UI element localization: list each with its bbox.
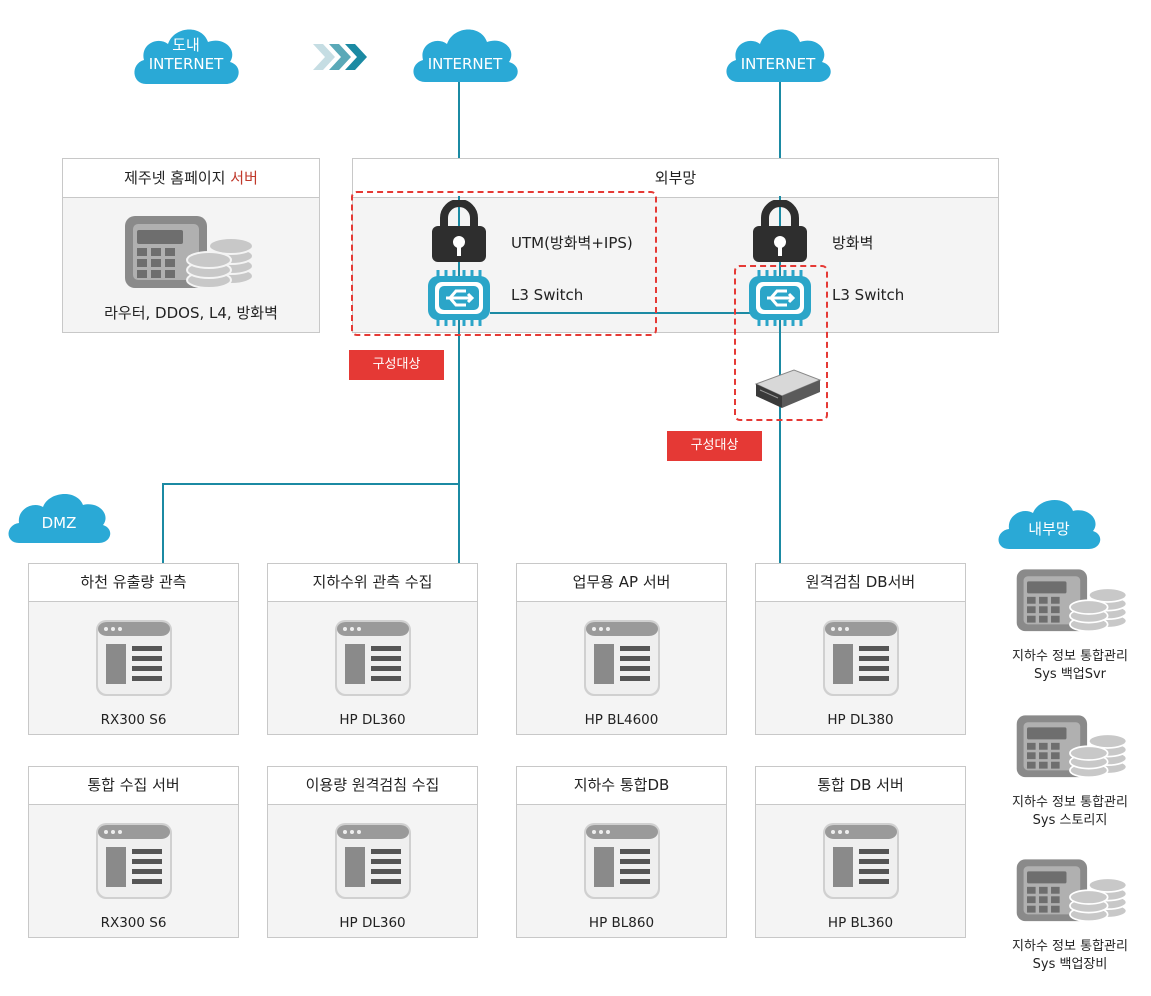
scope-tag-right: 구성대상 [667,431,762,461]
server-model: HP DL360 [339,915,406,931]
app-window-icon [823,823,899,899]
server-title: 업무용 AP 서버 [517,564,726,602]
server-model: HP BL4600 [584,712,659,728]
server-box: 원격검침 DB서버 HP DL380 [755,563,966,735]
utm-label: UTM(방화벽+IPS) [511,234,633,252]
internal-item-line2: Sys 백업Svr [1033,667,1107,682]
server-model: RX300 S6 [100,915,167,931]
firewall-label: 방화벽 [832,234,874,252]
app-window-icon [335,620,411,696]
do-internet-cloud: 도내 INTERNET [128,20,244,86]
app-window-icon [584,823,660,899]
dmz-label: DMZ [41,514,77,532]
server-title: 통합 수집 서버 [29,767,238,805]
internal-item-line1: 지하수 정보 통합관리 [1012,795,1128,810]
chevron-right-arrows-icon [313,42,371,72]
dmz-cloud: DMZ [3,487,115,545]
l3-switch-left-icon [426,270,492,326]
utm-scope-highlight [351,191,657,336]
app-window-icon [823,620,899,696]
server-box: 업무용 AP 서버 HP BL4600 [516,563,727,735]
server-box: 지하수 통합DB HP BL860 [516,766,727,938]
internal-network-label: 내부망 [1028,520,1070,538]
app-window-icon [96,620,172,696]
server-box: 통합 DB 서버 HP BL360 [755,766,966,938]
internal-network-cloud: 내부망 [993,493,1105,551]
internal-item-line2: Sys 백업장비 [1032,957,1108,972]
server-box: 지하수위 관측 수집 HP DL360 [267,563,478,735]
switch-right-label: L3 Switch [832,286,905,304]
internet-left-label: INTERNET [427,55,503,73]
server-storage-icon [123,214,257,294]
server-model: RX300 S6 [100,712,167,728]
internal-item-caption: 지하수 정보 통합관리 Sys 백업장비 [985,938,1151,974]
app-window-icon [584,620,660,696]
internal-item-caption: 지하수 정보 통합관리 Sys 스토리지 [985,794,1151,830]
server-title: 하천 유출량 관측 [29,564,238,602]
internet-cloud-right: INTERNET [720,22,836,84]
homepage-panel-title: 제주넷 홈페이지 서버 [63,159,319,198]
app-window-icon [335,823,411,899]
internal-item-line1: 지하수 정보 통합관리 [1012,649,1128,664]
do-internet-line2: INTERNET [148,55,224,73]
internet-right-label: INTERNET [740,55,816,73]
server-box: 이용량 원격검침 수집 HP DL360 [267,766,478,938]
server-model: HP DL380 [827,712,894,728]
do-internet-line1: 도내 [172,36,200,54]
internet-cloud-left: INTERNET [407,22,523,84]
server-box: 하천 유출량 관측 RX300 S6 [28,563,239,735]
rack-server-icon [754,366,822,412]
internal-server-storage-icon [1015,566,1130,638]
server-title: 지하수위 관측 수집 [268,564,477,602]
dmz-branch [162,483,459,565]
server-title: 원격검침 DB서버 [756,564,965,602]
homepage-panel-caption: 라우터, DDOS, L4, 방화벽 [104,304,278,322]
homepage-title-highlight: 서버 [230,169,258,187]
server-model: HP BL360 [827,915,894,931]
firewall-scope-highlight [734,265,828,421]
internal-item-caption: 지하수 정보 통합관리 Sys 백업Svr [985,648,1151,684]
homepage-server-panel: 제주넷 홈페이지 서버 라우터, DDOS, L4, 방화벽 [62,158,320,333]
firewall-lock-icon [751,199,809,264]
server-title: 이용량 원격검침 수집 [268,767,477,805]
server-title: 지하수 통합DB [517,767,726,805]
homepage-title-main: 제주넷 홈페이지 [124,169,226,187]
scope-tag-left: 구성대상 [349,350,444,380]
server-box: 통합 수집 서버 RX300 S6 [28,766,239,938]
l3-switch-right-icon [747,270,813,326]
app-window-icon [96,823,172,899]
internal-server-storage-icon [1015,712,1130,784]
switch-left-label: L3 Switch [511,286,584,304]
external-network-panel: 외부망 [352,158,999,333]
internal-item-line1: 지하수 정보 통합관리 [1012,939,1128,954]
server-model: HP DL360 [339,712,406,728]
server-model: HP BL860 [588,915,655,931]
utm-lock-icon [430,199,488,264]
internal-server-storage-icon [1015,856,1130,928]
internal-item-line2: Sys 스토리지 [1032,813,1108,828]
server-title: 통합 DB 서버 [756,767,965,805]
